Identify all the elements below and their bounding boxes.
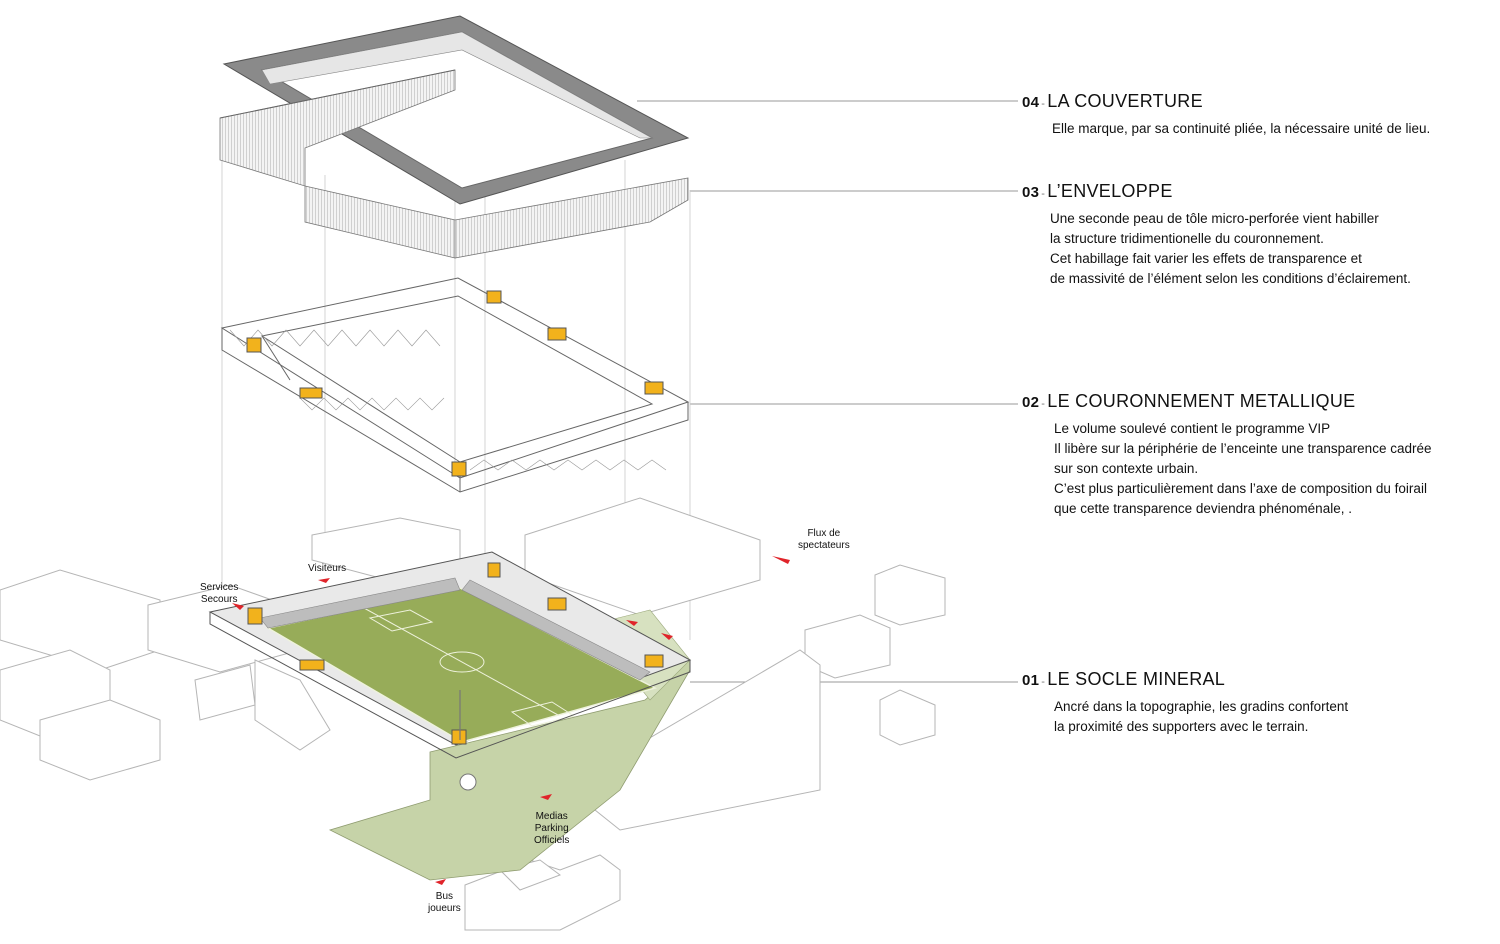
roof-inner-face xyxy=(261,31,654,139)
label-services-secours: Services Secours xyxy=(200,582,238,606)
vip-box xyxy=(547,327,567,341)
label-line: Officiels xyxy=(534,835,570,846)
layer-heading: 01-LE SOCLE MINERAL xyxy=(1022,668,1348,693)
layer-description-line: la structure tridimentionelle du couronn… xyxy=(1050,231,1324,246)
layer-title: LE COURONNEMENT METALLIQUE xyxy=(1047,391,1356,411)
label-line: Bus xyxy=(435,891,454,902)
label-flux-spectateurs: Flux de spectateurs xyxy=(798,528,850,552)
label-line: Medias xyxy=(535,811,568,822)
crown-inner xyxy=(260,295,654,463)
layer-description-line: sur son contexte urbain. xyxy=(1054,461,1199,476)
arrow-icon xyxy=(318,578,330,583)
stadium-plinth-edge xyxy=(209,612,691,759)
arrow-icon xyxy=(540,794,552,800)
layer-description-line: que cette transparence deviendra phénomé… xyxy=(1054,501,1352,516)
layer-number: 02 xyxy=(1022,394,1040,411)
vip-box xyxy=(246,337,262,353)
layer-description-line: C’est plus particulièrement dans l’axe d… xyxy=(1054,481,1427,496)
seat-stands xyxy=(259,577,651,681)
layer-number: 03 xyxy=(1022,184,1040,201)
layer-description: Ancré dans la topographie, les gradins c… xyxy=(1054,697,1348,737)
water-tower xyxy=(459,773,477,791)
layer-heading: 04-LA COUVERTURE xyxy=(1022,90,1430,115)
layer-description-line: Il libère sur la périphérie de l’enceint… xyxy=(1054,441,1432,456)
arrow-icon xyxy=(435,879,446,885)
layer-description: Une seconde peau de tôle micro-perforée … xyxy=(1050,209,1411,289)
layer-02-couronnement: 02-LE COURONNEMENT METALLIQUE Le volume … xyxy=(1022,390,1431,519)
layer-separator: - xyxy=(1041,98,1046,110)
envelope-layer xyxy=(219,69,689,259)
label-line: Services xyxy=(200,582,239,593)
layer-separator: - xyxy=(1041,676,1046,688)
arrow-icon xyxy=(626,620,638,626)
envelope-top-edge xyxy=(219,69,456,119)
vip-box xyxy=(644,381,664,395)
layer-description-line: la proximité des supporters avec le terr… xyxy=(1054,719,1309,734)
layer-description-line: Ancré dans la topographie, les gradins c… xyxy=(1054,699,1349,714)
stadium-yellow-box xyxy=(247,607,263,625)
layer-number: 04 xyxy=(1022,94,1040,111)
layer-heading: 03-L’ENVELOPPE xyxy=(1022,180,1411,205)
layer-separator: - xyxy=(1041,188,1046,200)
label-line: Secours xyxy=(200,594,238,605)
layer-description-line: de massivité de l’élément selon les cond… xyxy=(1050,271,1411,286)
layer-description-line: Cet habillage fait varier les effets de … xyxy=(1050,251,1362,266)
layer-description-line: Le volume soulevé contient le programme … xyxy=(1054,421,1331,436)
label-line: Parking xyxy=(534,823,569,834)
layer-separator: - xyxy=(1041,398,1046,410)
label-line: Visiteurs xyxy=(308,563,347,574)
envelope-right-face xyxy=(454,177,689,259)
layer-description-line: Une seconde peau de tôle micro-perforée … xyxy=(1050,211,1379,226)
layer-title: L’ENVELOPPE xyxy=(1047,181,1173,201)
pitch-markings xyxy=(363,607,576,727)
arrow-icon xyxy=(232,603,244,610)
layer-03-enveloppe: 03-L’ENVELOPPE Une seconde peau de tôle … xyxy=(1022,180,1411,289)
layer-number: 01 xyxy=(1022,672,1040,689)
access-arrows xyxy=(232,556,790,885)
roof-layer xyxy=(222,15,690,205)
layer-description: Elle marque, par sa continuité pliée, la… xyxy=(1052,119,1430,139)
label-line: joueurs xyxy=(428,903,461,914)
context-buildings xyxy=(0,497,946,931)
layer-heading: 02-LE COURONNEMENT METALLIQUE xyxy=(1022,390,1431,415)
layer-01-socle: 01-LE SOCLE MINERAL Ancré dans la topogr… xyxy=(1022,668,1348,737)
layer-title: LA COUVERTURE xyxy=(1047,91,1203,111)
layer-description-line: Elle marque, par sa continuité pliée, la… xyxy=(1052,121,1431,136)
layer-04-couverture: 04-LA COUVERTURE Elle marque, par sa con… xyxy=(1022,90,1430,139)
vip-box xyxy=(299,387,323,399)
stadium-yellow-box xyxy=(547,597,567,611)
crown-layer xyxy=(220,277,690,493)
stadium-yellow-box xyxy=(299,659,325,671)
label-bus-joueurs: Bus joueurs xyxy=(428,891,461,915)
layer-title: LE SOCLE MINERAL xyxy=(1047,669,1226,689)
stadium-yellow-box xyxy=(487,562,501,578)
label-line: Flux de xyxy=(807,528,841,539)
label-line: spectateurs xyxy=(798,540,850,551)
envelope-front-face xyxy=(304,185,456,259)
label-visiteurs: Visiteurs xyxy=(308,563,346,575)
stadium-yellow-box xyxy=(451,729,467,745)
vip-box xyxy=(451,461,467,477)
stadium-yellow-box xyxy=(644,654,664,668)
label-medias-parking: Medias Parking Officiels xyxy=(534,811,569,847)
stadium-base xyxy=(208,551,692,791)
arrow-icon xyxy=(772,556,790,564)
vip-box xyxy=(486,290,502,304)
arrow-icon xyxy=(661,633,673,640)
layer-description: Le volume soulevé contient le programme … xyxy=(1054,419,1431,519)
